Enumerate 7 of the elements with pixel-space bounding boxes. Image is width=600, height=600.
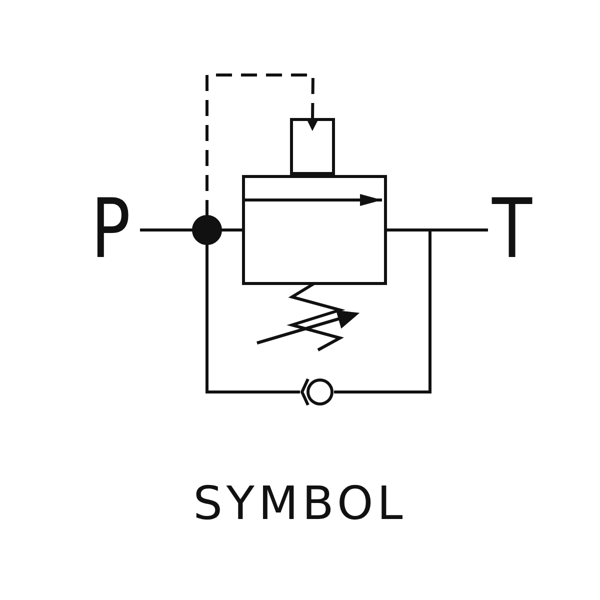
flow-line xyxy=(140,228,193,232)
flow-line xyxy=(206,244,300,394)
port-label: P xyxy=(91,189,131,271)
caption-label: SYMBOL xyxy=(192,480,408,526)
pilot-line xyxy=(206,74,318,216)
port-label: T xyxy=(492,189,532,271)
flow-line xyxy=(221,228,242,232)
